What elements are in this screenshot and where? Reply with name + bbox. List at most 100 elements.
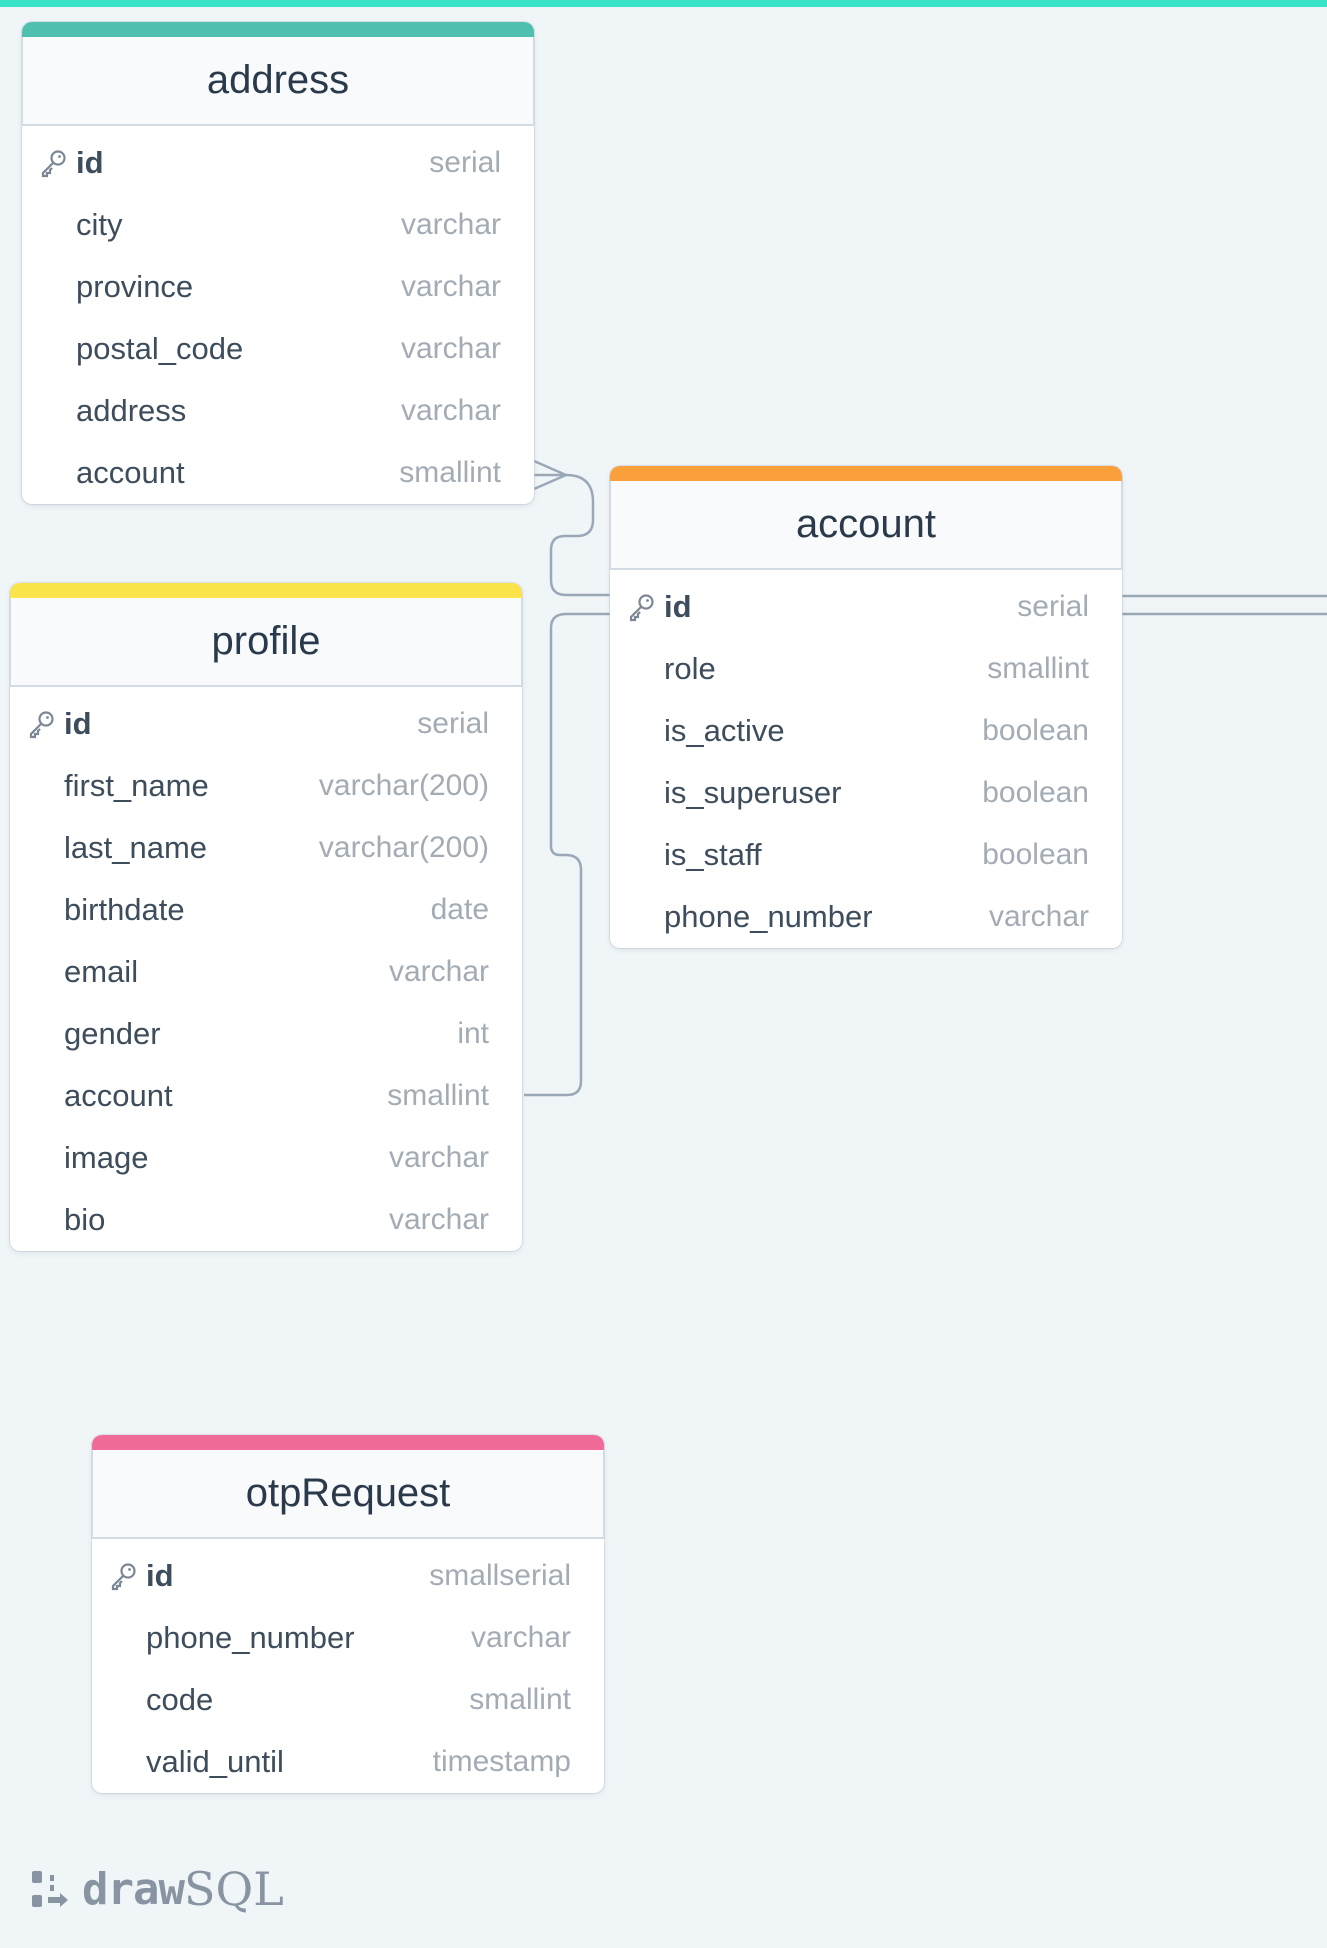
logo-text-sql: SQL <box>183 1862 284 1916</box>
drawsql-logo: draw SQL <box>30 1862 284 1916</box>
column-left: is_superuser <box>627 775 841 811</box>
key-slot <box>39 209 76 241</box>
primary-key-icon <box>627 591 664 623</box>
column-name: is_active <box>664 713 785 748</box>
column-left: id <box>27 706 92 742</box>
column-name: phone_number <box>146 1620 355 1655</box>
column-type: varchar <box>400 332 501 365</box>
key-slot <box>27 894 64 926</box>
column-type: varchar <box>388 955 489 988</box>
column-type: boolean <box>982 776 1089 809</box>
primary-key-icon <box>27 708 64 740</box>
key-slot <box>27 770 64 802</box>
table-row[interactable]: valid_until timestamp <box>92 1731 604 1793</box>
top-accent-bar <box>0 0 1327 7</box>
table-title[interactable]: address <box>22 37 534 126</box>
column-type: varchar <box>400 208 501 241</box>
primary-key-icon <box>109 1560 146 1592</box>
column-type: int <box>457 1017 489 1050</box>
table-row[interactable]: province varchar <box>22 256 534 318</box>
key-slot <box>109 1622 146 1654</box>
table-row[interactable]: city varchar <box>22 194 534 256</box>
table-row[interactable]: birthdate date <box>10 879 522 941</box>
table-row[interactable]: gender int <box>10 1003 522 1065</box>
table-row[interactable]: id serial <box>610 576 1122 638</box>
key-slot <box>109 1746 146 1778</box>
column-type: timestamp <box>432 1745 571 1778</box>
table-row[interactable]: is_superuser boolean <box>610 762 1122 824</box>
table-otprequest[interactable]: otpRequest id smallserial phone_number varc… <box>92 1435 604 1793</box>
column-name: id <box>64 706 92 741</box>
column-name: is_staff <box>664 837 762 872</box>
column-name: first_name <box>64 768 209 803</box>
column-type: serial <box>1017 590 1089 623</box>
column-name: account <box>64 1078 173 1113</box>
column-type: boolean <box>982 714 1089 747</box>
column-name: city <box>76 207 123 242</box>
table-title[interactable]: otpRequest <box>92 1450 604 1539</box>
column-name: id <box>76 145 104 180</box>
column-left: phone_number <box>109 1620 355 1656</box>
column-left: valid_until <box>109 1744 284 1780</box>
key-slot <box>627 653 664 685</box>
column-left: province <box>39 269 193 305</box>
column-left: is_staff <box>627 837 762 873</box>
key-slot <box>627 839 664 871</box>
table-row[interactable]: is_active boolean <box>610 700 1122 762</box>
relation-line-address-account <box>534 473 610 597</box>
key-slot <box>109 1684 146 1716</box>
column-name: address <box>76 393 187 428</box>
column-type: smallserial <box>429 1559 571 1592</box>
column-type: varchar <box>388 1203 489 1236</box>
table-accent <box>610 466 1122 481</box>
column-left: id <box>627 589 692 625</box>
logo-text-draw: draw <box>82 1863 185 1915</box>
column-left: last_name <box>27 830 207 866</box>
column-type: date <box>430 893 489 926</box>
column-name: role <box>664 651 716 686</box>
table-row[interactable]: id smallserial <box>92 1545 604 1607</box>
column-type: varchar <box>470 1621 571 1654</box>
column-name: phone_number <box>664 899 873 934</box>
table-title[interactable]: profile <box>10 598 522 687</box>
key-slot <box>39 271 76 303</box>
table-row[interactable]: phone_number varchar <box>92 1607 604 1669</box>
column-name: account <box>76 455 185 490</box>
column-type: varchar <box>400 270 501 303</box>
column-left: city <box>39 207 123 243</box>
table-row[interactable]: bio varchar <box>10 1189 522 1251</box>
key-slot <box>27 832 64 864</box>
column-name: id <box>146 1558 174 1593</box>
column-left: account <box>27 1078 173 1114</box>
table-title[interactable]: account <box>610 481 1122 570</box>
column-type: varchar <box>988 900 1089 933</box>
column-left: birthdate <box>27 892 185 928</box>
key-slot <box>39 395 76 427</box>
column-left: bio <box>27 1202 105 1238</box>
crowfoot-icon <box>533 459 570 491</box>
column-name: birthdate <box>64 892 185 927</box>
key-slot <box>627 777 664 809</box>
column-left: gender <box>27 1016 161 1052</box>
table-row[interactable]: phone_number varchar <box>610 886 1122 948</box>
column-name: bio <box>64 1202 106 1237</box>
